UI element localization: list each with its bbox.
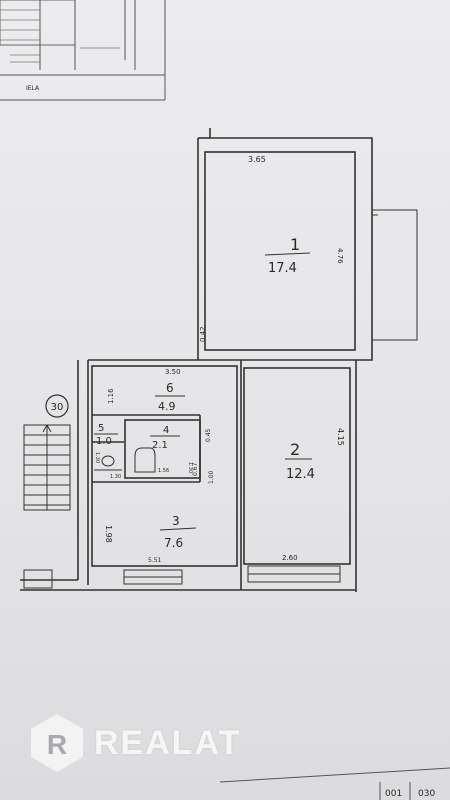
dimension-label: 2.60 xyxy=(282,554,298,562)
room-labels: 1 17.4 2 12.4 3 7.6 4 2.1 5 1.0 6 4.9 xyxy=(94,235,315,550)
dimension-label: 4.15 xyxy=(336,428,345,446)
dimension-label: 1.16 xyxy=(107,388,115,404)
room-2-area: 12.4 xyxy=(286,467,315,482)
room-3-area: 7.6 xyxy=(164,536,183,550)
realat-logo-icon: R xyxy=(31,714,83,772)
room-4-area: 2.1 xyxy=(152,440,168,451)
dimension-label: 3.50 xyxy=(165,368,181,376)
dimension-label: 0.42 xyxy=(199,326,207,342)
stamp-cell: 001 xyxy=(385,789,402,799)
room-5-area: 1.0 xyxy=(96,436,112,447)
dimension-label: 4.76 xyxy=(336,248,344,264)
dimension-label: 0.45 xyxy=(205,428,212,442)
bathroom-fixtures xyxy=(94,447,156,473)
dimension-labels: 3.65 4.76 0.42 3.50 1.16 4.15 2.60 5.51 … xyxy=(94,155,345,564)
room-6-area: 4.9 xyxy=(158,400,176,413)
dimension-label: 5.51 xyxy=(148,557,162,564)
realat-logo-letter: R xyxy=(47,729,67,760)
dimension-label: 1.30 xyxy=(110,474,121,480)
dimension-label: 0.67 xyxy=(192,462,199,476)
dimension-label: 3.65 xyxy=(248,155,266,164)
room-4-number: 4 xyxy=(163,425,169,436)
realat-watermark: R REALAT xyxy=(28,712,241,774)
stamp-strip: 001 030 xyxy=(219,767,450,800)
staircase xyxy=(23,424,71,511)
site-sketch xyxy=(0,0,166,101)
dimension-label: 1.30 xyxy=(94,452,100,463)
room-5-number: 5 xyxy=(98,423,104,434)
walls xyxy=(20,128,373,592)
stamp-cell: 030 xyxy=(418,789,435,799)
dimension-label: 1.98 xyxy=(104,525,113,543)
dimension-label: 1.30 xyxy=(187,462,193,473)
realat-brand-text: REALAT xyxy=(94,723,242,762)
street-label: IELA xyxy=(26,85,40,92)
room-6-number: 6 xyxy=(166,381,174,395)
room-3-number: 3 xyxy=(172,514,180,528)
room-1-number: 1 xyxy=(290,235,300,254)
dimension-label: 1.00 xyxy=(208,470,215,484)
windows xyxy=(23,209,418,589)
building-number-circle xyxy=(45,394,69,418)
dimension-label: 1.56 xyxy=(158,468,169,474)
room-1-area: 17.4 xyxy=(268,261,297,276)
room-2-number: 2 xyxy=(290,440,300,459)
building-number: 30 xyxy=(51,402,64,413)
